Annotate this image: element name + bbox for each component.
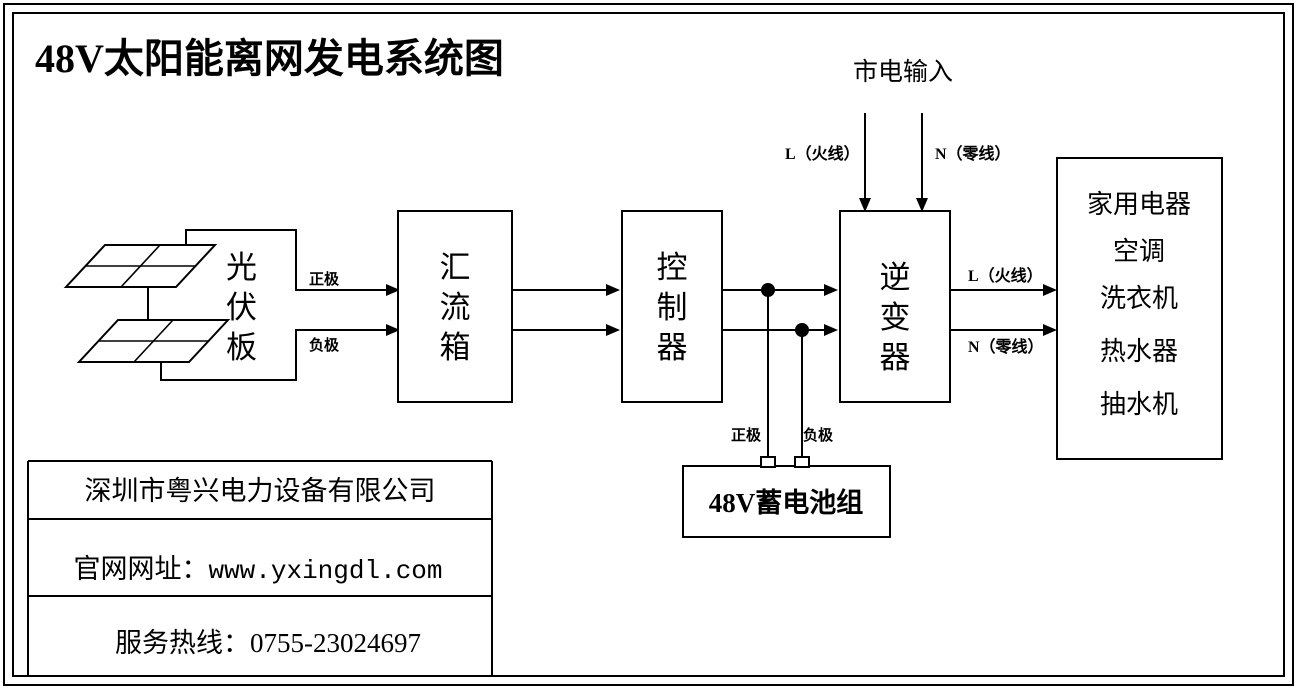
company-website: 官网网址：www.yxingdl.com — [73, 554, 442, 586]
output-neutral-label: N（零线） — [968, 337, 1044, 356]
inverter-box[interactable] — [839, 210, 951, 403]
output-live-arrowhead — [1043, 284, 1057, 296]
battery-positive-terminal — [760, 456, 776, 468]
appliance-item-3: 热水器 — [1100, 337, 1178, 366]
company-website-label: 官网网址： — [73, 554, 208, 584]
mains-live-arrowhead — [859, 198, 871, 212]
panel-negative-arrowhead — [386, 324, 400, 336]
company-hotline-label: 服务热线： — [115, 628, 250, 658]
battery-negative-label: 负极 — [803, 426, 834, 444]
mains-live-label: L（火线） — [785, 144, 860, 163]
panel-positive-wire — [185, 229, 386, 291]
junction-dot-positive — [761, 283, 775, 297]
inner-frame-border — [12, 12, 1285, 677]
mains-neutral-arrowhead — [916, 198, 928, 212]
battery-negative-terminal — [794, 456, 810, 468]
controller-label-3: 器 — [657, 330, 688, 365]
combiner-box-label-2: 流 — [440, 290, 471, 325]
controller-label: 控 — [657, 250, 688, 285]
combiner-to-controller-arrowhead-positive — [606, 284, 620, 296]
company-hotline-value: 0755-23024697 — [250, 628, 421, 658]
company-hotline: 服务热线：0755-23024697 — [115, 628, 421, 658]
solar-panel-label-3: 板 — [226, 330, 257, 365]
output-live-label: L（火线） — [968, 266, 1043, 285]
outer-frame-border — [3, 3, 1294, 686]
inverter-label: 逆 — [880, 260, 911, 295]
battery-positive-label: 正极 — [731, 426, 762, 444]
mains-neutral-label: N（零线） — [935, 144, 1011, 163]
output-neutral-arrowhead — [1043, 324, 1057, 336]
appliance-item-2: 洗衣机 — [1100, 284, 1178, 313]
company-website-value: www.yxingdl.com — [208, 556, 442, 586]
combiner-box[interactable] — [397, 210, 513, 403]
controller-to-inverter-arrowhead-negative — [824, 324, 838, 336]
company-name: 深圳市粤兴电力设备有限公司 — [85, 476, 436, 506]
controller-to-inverter-arrowhead-positive — [824, 284, 838, 296]
combiner-box-label: 汇 — [440, 250, 471, 285]
page-title: 48V太阳能离网发电系统图 — [35, 36, 504, 81]
panel-negative-label: 负极 — [309, 336, 340, 354]
panel-positive-arrowhead — [386, 284, 400, 296]
appliance-item-1: 空调 — [1113, 237, 1165, 266]
combiner-box-label-3: 箱 — [440, 330, 471, 365]
battery-pack-box[interactable] — [682, 465, 891, 538]
solar-panel-label: 光 — [226, 250, 257, 285]
controller-label-2: 制 — [657, 290, 688, 325]
panel-upper-vline — [120, 244, 161, 288]
appliance-item-0: 家用电器 — [1087, 190, 1191, 219]
inverter-label-2: 变 — [880, 300, 911, 335]
controller-box[interactable] — [621, 210, 723, 403]
solar-panel-label-2: 伏 — [226, 290, 257, 325]
inverter-label-3: 器 — [880, 340, 911, 375]
appliance-item-4: 抽水机 — [1100, 390, 1178, 419]
solar-panel-array-icon — [63, 244, 231, 363]
junction-dot-negative — [795, 323, 809, 337]
panel-lower-vline — [133, 319, 174, 363]
panel-positive-label: 正极 — [309, 270, 340, 288]
combiner-to-controller-arrowhead-negative — [606, 324, 620, 336]
company-info-box — [27, 460, 493, 676]
mains-input-title: 市电输入 — [853, 58, 953, 86]
appliances-box[interactable] — [1056, 157, 1223, 460]
battery-pack-label: 48V蓄电池组 — [709, 487, 864, 518]
panel-negative-wire — [160, 329, 386, 381]
